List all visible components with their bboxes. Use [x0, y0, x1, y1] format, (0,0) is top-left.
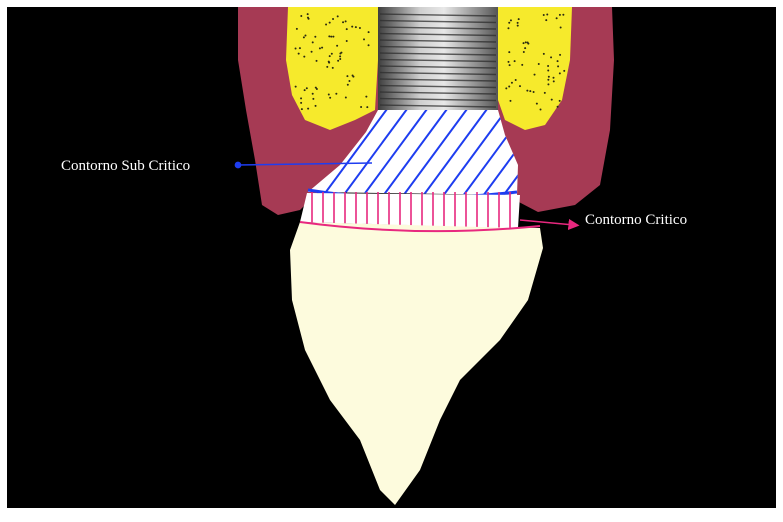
sub-critical-label: Contorno Sub Critico [61, 158, 190, 174]
critical-band [300, 193, 520, 228]
critical-label: Contorno Critico [585, 212, 687, 228]
